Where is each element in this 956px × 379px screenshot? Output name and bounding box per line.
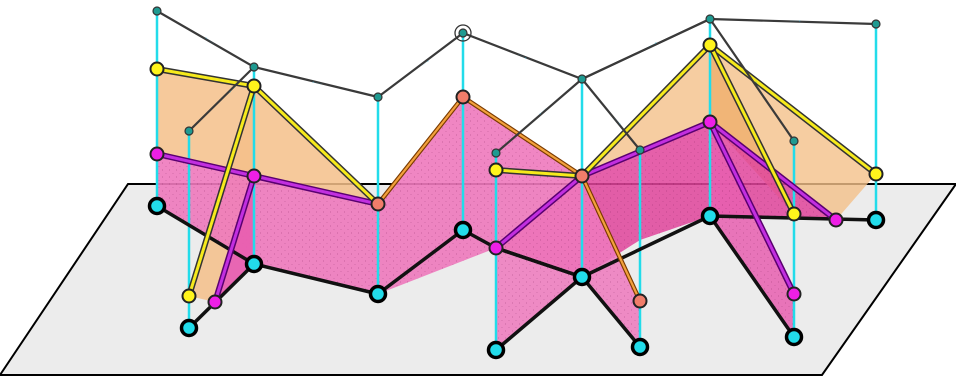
orange-edges	[376, 93, 643, 302]
base-nodes	[147, 196, 886, 360]
orange-nodes	[370, 89, 648, 309]
tree-nodes	[152, 6, 881, 158]
yellow-nodes	[149, 37, 884, 304]
tree-arrows	[206, 21, 800, 124]
root-node-ring	[454, 24, 472, 42]
magenta-nodes	[149, 114, 844, 310]
